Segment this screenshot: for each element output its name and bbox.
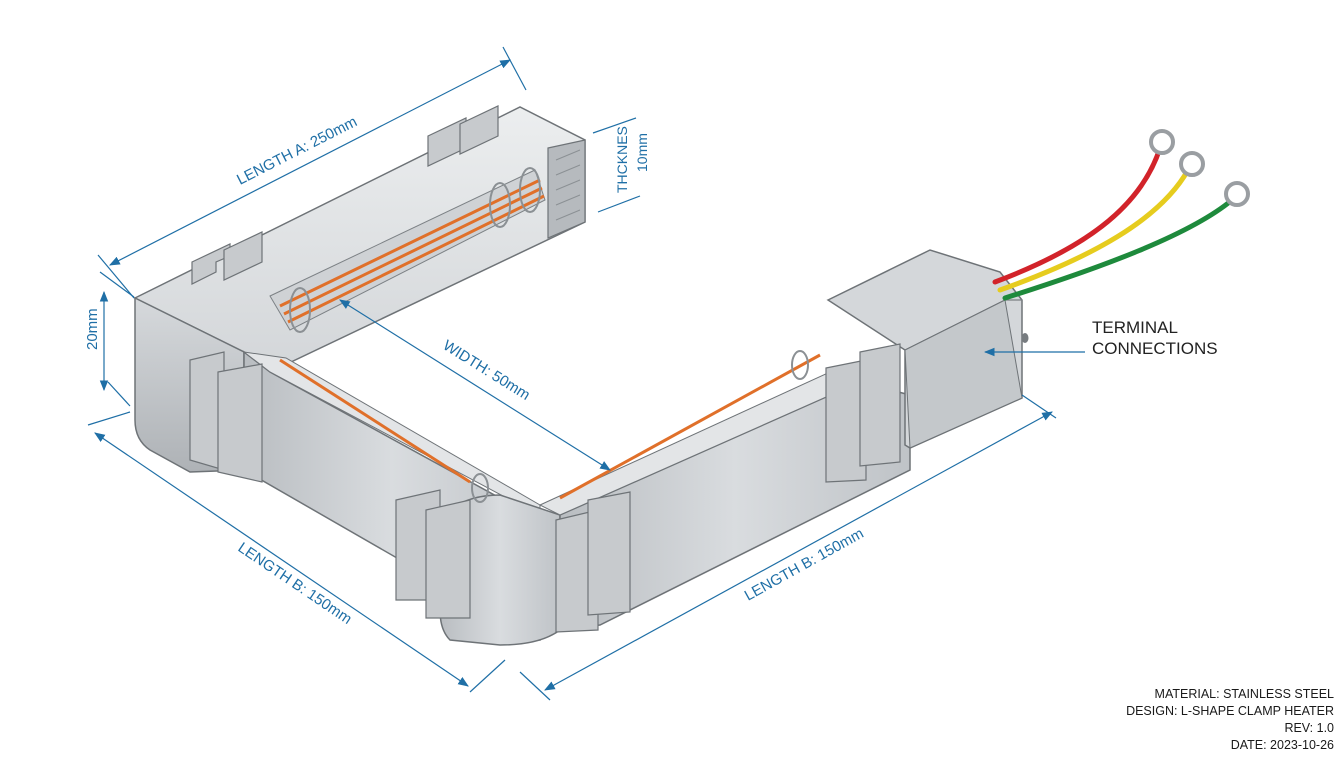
extension-line <box>107 381 131 407</box>
title-date: DATE: 2023-10-26 <box>1230 738 1334 752</box>
ring-terminal <box>1149 129 1175 155</box>
back-arm-end-face <box>547 139 586 239</box>
extension-line <box>469 659 506 693</box>
coil-ring <box>519 167 541 213</box>
coil-ring <box>791 350 809 380</box>
title-block: MATERIAL: STAINLESS STEEL DESIGN: L-SHAP… <box>1126 686 1334 754</box>
dimension-lines <box>87 46 1085 701</box>
extension-line <box>87 411 131 426</box>
extension-line <box>1021 394 1057 419</box>
title-design: DESIGN: L-SHAPE CLAMP HEATER <box>1126 704 1334 718</box>
extension-line <box>99 271 135 298</box>
dim-line-length-b-left <box>94 432 469 687</box>
ring-terminal <box>1179 151 1205 177</box>
extension-line <box>519 671 551 701</box>
coil-ring <box>471 473 489 503</box>
label-thickness-value: 10mm <box>634 133 650 172</box>
wire-red <box>992 145 1163 285</box>
clamp-bracket <box>217 363 263 483</box>
dim-line-thickness <box>592 117 637 134</box>
label-thickness-word: THCKNES <box>614 126 630 193</box>
callout-terminal-line1: TERMINAL <box>1092 318 1178 337</box>
label-length-a: LENGTH A: 250mm <box>234 113 360 188</box>
coil-ring <box>289 287 311 333</box>
label-length-b-left: LENGTH B: 150mm <box>235 539 355 628</box>
clamp-bracket <box>859 343 901 467</box>
dim-line-length-a <box>109 59 511 266</box>
extension-line <box>597 195 641 213</box>
callout-terminal-line2: CONNECTIONS <box>1092 339 1218 358</box>
label-height: 20mm <box>84 308 101 350</box>
extension-line <box>502 46 527 91</box>
ring-terminal <box>1224 181 1250 207</box>
wire-green <box>1002 197 1235 301</box>
wire-yellow <box>997 167 1191 293</box>
title-material: MATERIAL: STAINLESS STEEL <box>1154 687 1334 701</box>
label-width: WIDTH: 50mm <box>440 337 533 404</box>
title-rev: REV: 1.0 <box>1284 721 1334 735</box>
terminal-wires <box>992 129 1250 301</box>
clamp-bracket <box>425 499 471 619</box>
extension-line <box>97 254 135 299</box>
dim-line-length-b-right <box>544 411 1053 691</box>
clamp-bracket <box>587 491 631 616</box>
